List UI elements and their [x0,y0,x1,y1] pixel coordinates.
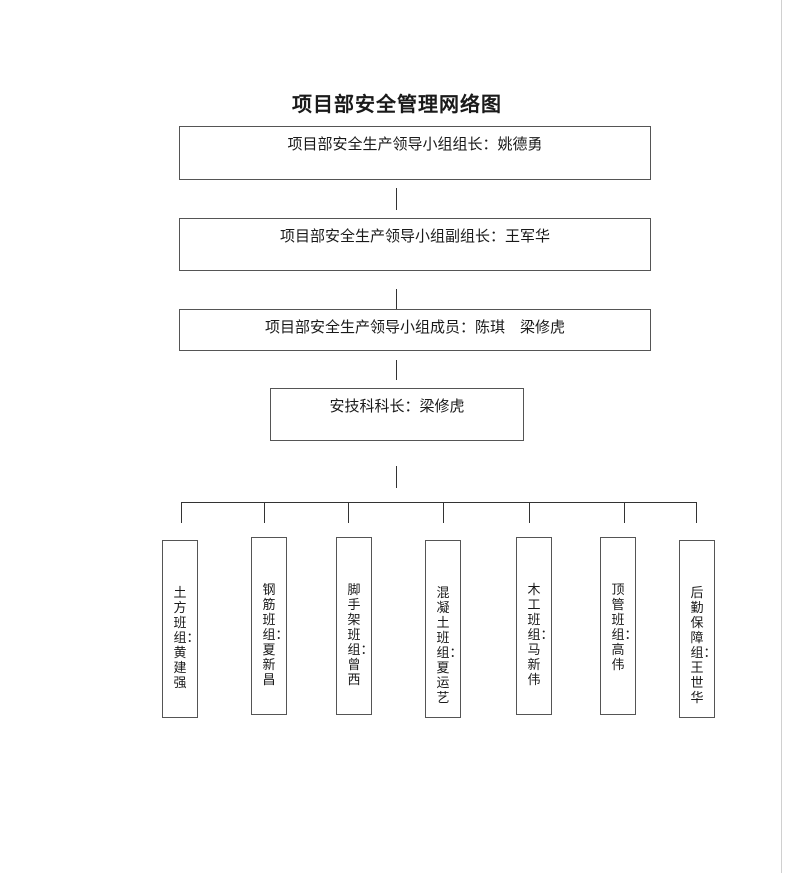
deputy-box: 项目部安全生产领导小组副组长：王军华 [179,218,651,271]
branch-drop-1 [181,502,182,523]
connector-3 [396,360,397,380]
page-edge [781,0,782,873]
team-label-logistics: 后勤保障组：王世华 [690,586,717,706]
branch-bar [181,502,697,503]
branch-drop-4 [443,502,444,523]
branch-drop-7 [696,502,697,523]
team-label-pipe-jacking: 顶管班组：高伟 [611,583,638,673]
team-label-rebar: 钢筋班组：夏新昌 [262,583,289,688]
deputy-label: 项目部安全生产领导小组副组长：王军华 [279,227,550,245]
branch-drop-6 [624,502,625,523]
team-box-concrete: 混凝土班组：夏运艺 [425,540,463,718]
leader-label: 项目部安全生产领导小组组长：姚德勇 [287,135,543,153]
team-box-pipe-jacking: 顶管班组：高伟 [600,537,638,715]
members-label: 项目部安全生产领导小组成员：陈琪 梁修虎 [264,318,565,336]
diagram-title: 项目部安全管理网络图 [292,92,502,116]
team-box-scaffold: 脚手架班组：曾西 [336,537,374,715]
branch-drop-2 [264,502,265,523]
members-box: 项目部安全生产领导小组成员：陈琪 梁修虎 [179,309,651,351]
safety-chief-label: 安技科科长：梁修虎 [329,397,465,415]
connector-4 [396,466,397,488]
team-label-earthwork: 土方班组：黄建强 [173,586,200,691]
team-label-scaffold: 脚手架班组：曾西 [347,583,374,688]
team-box-logistics: 后勤保障组：王世华 [679,540,717,718]
team-box-carpentry: 木工班组：马新伟 [516,537,554,715]
team-box-rebar: 钢筋班组：夏新昌 [251,537,289,715]
connector-1 [396,188,397,210]
safety-chief-box: 安技科科长：梁修虎 [270,388,524,441]
team-label-carpentry: 木工班组：马新伟 [527,583,554,688]
team-label-concrete: 混凝土班组：夏运艺 [436,586,463,706]
team-box-earthwork: 土方班组：黄建强 [162,540,200,718]
leader-box: 项目部安全生产领导小组组长：姚德勇 [179,126,651,180]
branch-drop-3 [348,502,349,523]
branch-drop-5 [529,502,530,523]
connector-2 [396,289,397,309]
